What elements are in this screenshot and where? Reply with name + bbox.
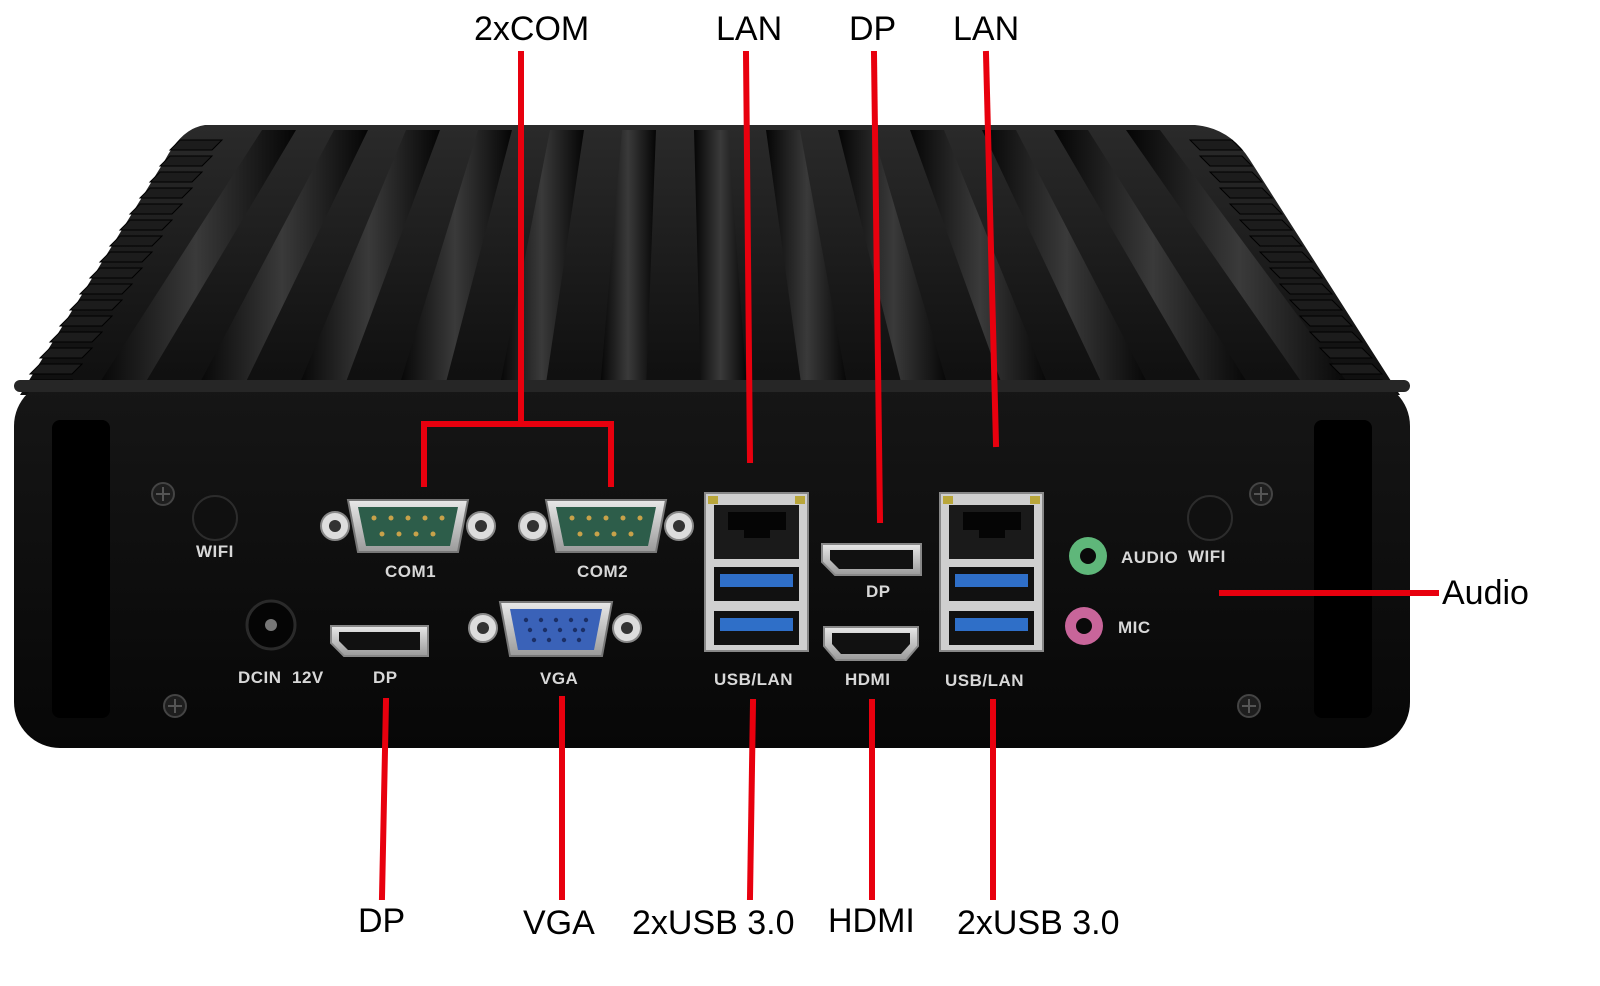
callout-lan-left: LAN [716,10,783,48]
heatsink-fin [982,130,1151,390]
label-com1: COM1 [385,562,436,581]
side-rib [138,187,194,199]
callout-hdmi: HDMI [828,902,915,940]
side-rib [1308,331,1364,343]
label-usb-lan-right: USB/LAN [945,671,1024,690]
com2-port [518,499,694,553]
leader-line-dp-bottom [378,697,390,901]
displayport-rear [330,625,429,657]
hdmi-port [823,626,919,661]
callout-2xcom: 2xCOM [474,10,590,48]
label-wifi-right: WIFI [1188,547,1226,566]
vent-slot-right [1314,420,1372,718]
heatsink-fin [838,130,949,390]
side-rib [1218,187,1274,199]
side-rib [28,363,84,375]
callout-dp-top: DP [849,10,897,48]
label-vga: VGA [540,669,578,688]
wifi-antenna-port-left [192,495,238,541]
label-hdmi: HDMI [845,670,890,689]
leader-line-lan-left [742,50,754,464]
displayport-middle [821,543,922,576]
screw-icon [163,694,187,718]
leader-line-dp-top [870,50,884,524]
label-dcin: DCIN 12V [238,668,324,687]
side-rib [128,203,184,215]
side-rib [78,283,134,295]
heatsink-fin [95,130,296,390]
heatsink-fin [694,130,747,390]
heatsink-fin [910,130,1050,390]
side-rib [168,139,224,151]
usb-lan-stack-right [939,492,1044,652]
side-rib [1298,315,1354,327]
side-rib [1268,267,1324,279]
side-rib [68,299,124,311]
front-panel-edge [14,380,1410,392]
side-rib [98,251,154,263]
heatsink-fin [196,130,368,390]
audio-jack [1069,537,1107,575]
side-rib [148,171,204,183]
label-audio: AUDIO [1121,548,1178,567]
heatsink-fin [600,130,656,390]
side-rib [1258,251,1314,263]
label-dp-middle: DP [866,582,891,601]
callout-lan-right: LAN [953,10,1020,48]
vent-slot-left [52,420,110,718]
heatsink-fin [766,130,848,390]
usb-lan-stack-left [704,492,809,652]
side-rib [88,267,144,279]
leader-line-lan-right [982,50,1000,448]
leader-line-com [421,51,614,487]
mini-pc-chassis [14,125,1410,748]
side-rib [1198,155,1254,167]
screw-icon [1249,482,1273,506]
leader-line-usb-left [746,698,757,901]
callout-audio: Audio [1442,574,1529,612]
callout-dp-bottom: DP [358,902,406,940]
heatsink-fin [398,130,512,390]
panel-labels: WIFI COM1 COM2 DCIN 12V DP VGA USB/LAN D… [196,542,1226,690]
dc-power-jack [245,599,297,651]
side-ribs-left [18,139,224,391]
side-rib [1208,171,1264,183]
callout-vga: VGA [523,904,595,942]
side-rib [1278,283,1334,295]
side-rib [1328,363,1384,375]
label-com2: COM2 [577,562,628,581]
leader-lines [378,50,1439,901]
wifi-antenna-port-right [1187,495,1233,541]
heatsink-fin [1126,130,1353,390]
screw-icon [1237,694,1261,718]
label-dp-rear: DP [373,668,398,687]
label-mic: MIC [1118,618,1151,637]
side-rib [118,219,174,231]
side-rib [108,235,164,247]
side-rib [38,347,94,359]
side-rib [1318,347,1374,359]
side-rib [58,315,114,327]
side-rib [158,155,214,167]
callout-2xusb-right: 2xUSB 3.0 [957,904,1120,942]
heatsink-fin [1054,130,1252,390]
ports [192,492,1233,661]
heatsink-fins [95,130,1353,390]
label-usb-lan-left: USB/LAN [714,670,793,689]
side-rib [1248,235,1304,247]
screw-icon [151,482,175,506]
vga-port [468,601,642,657]
label-wifi-left: WIFI [196,542,234,561]
side-rib [1188,139,1244,151]
mic-jack [1065,607,1103,645]
callout-2xusb-left: 2xUSB 3.0 [632,904,795,942]
side-rib [1288,299,1344,311]
side-rib [1238,219,1294,231]
heatsink-fin [297,130,440,390]
com1-port [320,499,496,553]
side-rib [1228,203,1284,215]
side-rib [48,331,104,343]
